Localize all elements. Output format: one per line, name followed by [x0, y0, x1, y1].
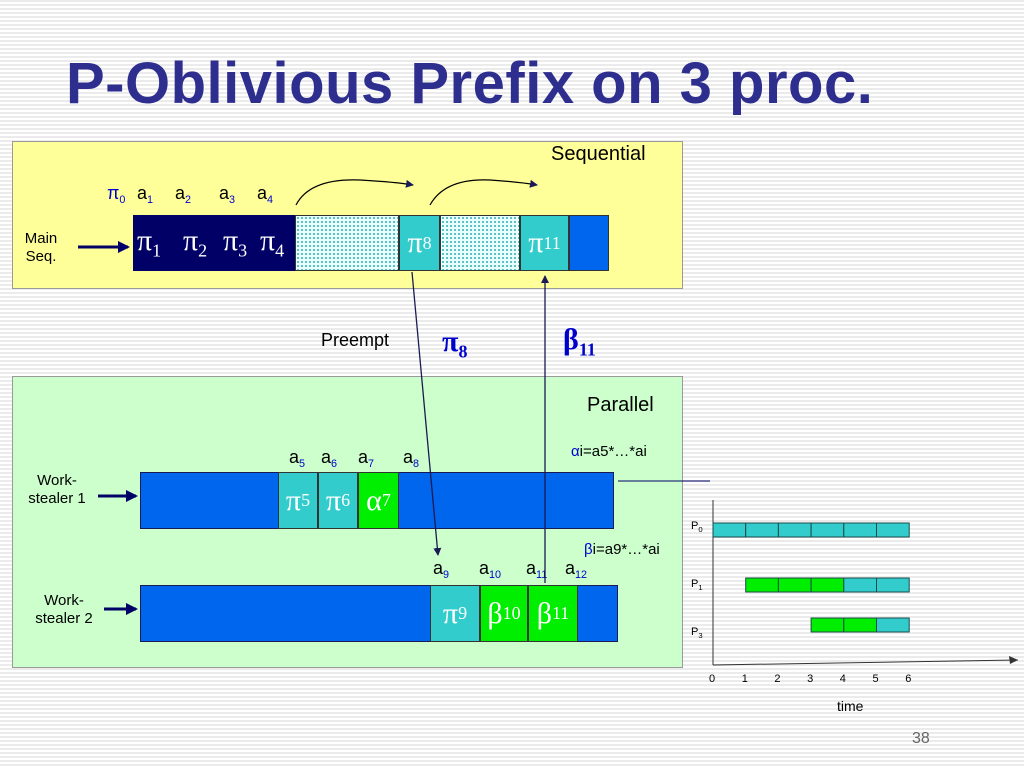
- seq-bar-computed: π1 π2 π3 π4: [133, 215, 295, 271]
- beta11-label: β11: [563, 323, 596, 360]
- ws1-label-a7: a7: [358, 447, 375, 470]
- gantt-bar-segment: [876, 577, 910, 593]
- gantt-bar-segment: [810, 577, 845, 593]
- gantt-chart: [712, 500, 1019, 666]
- gantt-bar-segment: [843, 522, 878, 538]
- slide-number: 38: [912, 730, 930, 747]
- work-stealer-2-label: Work- stealer 2: [35, 592, 93, 627]
- ws2-label-a11: a11: [526, 558, 548, 581]
- seq-curve-arrow-1: [295, 179, 414, 206]
- preempt-arrow: [411, 271, 442, 556]
- gantt-row-label-p1: P1: [691, 578, 703, 593]
- sequential-label: Sequential: [551, 143, 646, 165]
- seq-label-a2: a2: [175, 183, 192, 206]
- seq-cell-pi1: π1: [137, 224, 162, 261]
- gantt-bar-segment: [876, 617, 910, 633]
- ws1-label-a8: a8: [403, 447, 420, 470]
- seq-label-a3: a3: [219, 183, 236, 206]
- seq-label-a4: a4: [257, 183, 274, 206]
- pi8-label: π8: [442, 325, 468, 362]
- ws2-label-a9: a9: [433, 558, 450, 581]
- gantt-tick-label: 5: [872, 673, 879, 685]
- gantt-bar-segment: [777, 577, 812, 593]
- seq-cell-pi4: π4: [260, 224, 285, 261]
- beta-formula: βi=a9*…*ai: [584, 541, 660, 558]
- gantt-tick-label: 1: [741, 673, 748, 685]
- gantt-bar-segment: [810, 617, 845, 633]
- work-stealer-1-label: Work- stealer 1: [28, 472, 86, 507]
- gantt-tick-label: 6: [905, 673, 912, 685]
- seq-curve-arrow-2: [429, 179, 538, 206]
- gantt-row-label-p0: P0: [691, 520, 703, 535]
- gantt-row-label-p3: P3: [691, 626, 703, 641]
- gantt-bar-segment: [843, 617, 878, 633]
- gantt-bar-segment: [810, 522, 845, 538]
- parallel-label: Parallel: [587, 394, 654, 416]
- gantt-tick-label: 0: [709, 673, 716, 685]
- seq-hatched-block-1: [295, 215, 399, 271]
- gantt-bar-segment: [777, 522, 812, 538]
- seq-cell-pi2: π2: [183, 224, 208, 261]
- seq-label-pi0: π0: [107, 183, 126, 206]
- ws1-label-a5: a5: [289, 447, 306, 470]
- seq-cell-pi3: π3: [223, 224, 248, 261]
- gantt-xlabel: time: [837, 698, 864, 714]
- main-seq-label: Main Seq.: [24, 230, 58, 265]
- ws2-label-a10: a10: [479, 558, 502, 581]
- ws2-label-a12: a12: [565, 558, 588, 581]
- gantt-x-axis: [712, 659, 1019, 666]
- gantt-bar-segment: [876, 522, 910, 538]
- slide-title: P-Oblivious Prefix on 3 proc.: [66, 51, 874, 116]
- seq-bar-tail: [569, 215, 609, 271]
- preempt-label: Preempt: [321, 330, 390, 350]
- seq-hatched-block-2: [440, 215, 520, 271]
- gantt-x-axis-arrowhead: [1009, 656, 1018, 664]
- gantt-tick-label: 3: [807, 673, 814, 685]
- ws1-label-a6: a6: [321, 447, 338, 470]
- gantt-tick-label: 4: [839, 673, 846, 685]
- gantt-bar-segment: [843, 577, 878, 593]
- seq-label-a1: a1: [137, 183, 154, 206]
- gantt-tick-label: 2: [774, 673, 781, 685]
- gantt-bar-segment: [745, 522, 779, 538]
- gantt-bar-segment: [712, 522, 747, 538]
- alpha-formula: αi=a5*…*ai: [571, 443, 647, 460]
- gantt-bar-segment: [745, 577, 779, 593]
